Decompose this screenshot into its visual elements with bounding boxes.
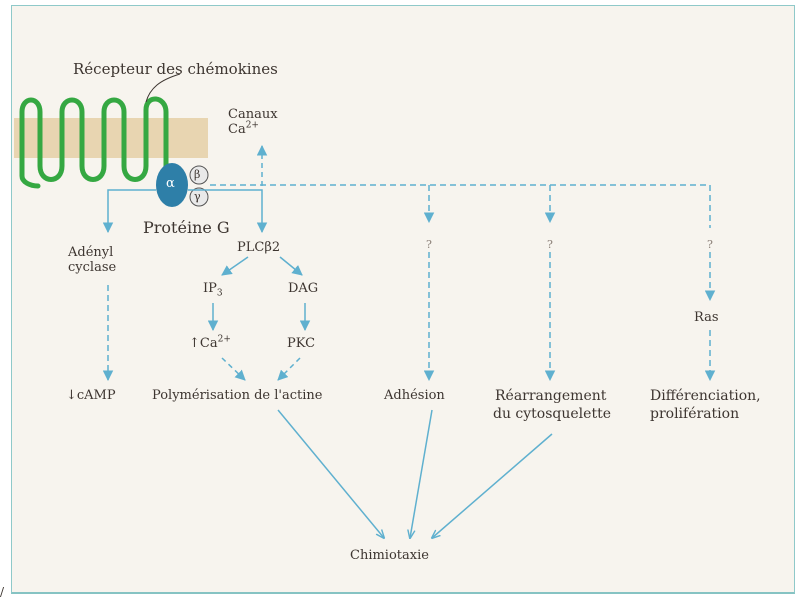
- ca-increase-label: ↑Ca2+: [189, 334, 231, 351]
- diff-line1: Différenciation,: [650, 388, 761, 404]
- unknown-adhesion-path: ?: [426, 238, 432, 251]
- gamma-symbol: γ: [194, 190, 201, 203]
- cyto-line2: du cytosquelette: [493, 406, 611, 422]
- g-gamma-subunit: [189, 187, 209, 207]
- ras-label: Ras: [694, 310, 719, 325]
- plc-label: PLCβ2: [237, 240, 281, 255]
- adenyl-line1: Adényl: [68, 245, 114, 260]
- alpha-symbol: α: [166, 176, 175, 191]
- figure-panel: [11, 5, 795, 594]
- dashed-branch-line: [210, 184, 711, 228]
- ip3-main: IP: [203, 281, 217, 296]
- adenyl-cyclase-label: Adényl cyclase: [68, 245, 116, 275]
- arrow-ca-to-actin: [221, 357, 246, 381]
- ip3-label: IP3: [203, 281, 223, 299]
- chemotaxis-label: Chimiotaxie: [350, 548, 429, 563]
- adenyl-line2: cyclase: [68, 260, 117, 275]
- actin-polymerisation-label: Polymérisation de l'actine: [152, 388, 323, 403]
- arrow-adhesion-to-chemotaxis: [410, 409, 433, 538]
- arrow-actin-to-chemotaxis: [277, 409, 384, 538]
- g-alpha-subunit: [156, 163, 188, 207]
- receptor-tail: [145, 73, 181, 103]
- cell-membrane: [14, 118, 208, 158]
- g-beta-subunit: [189, 165, 209, 185]
- arrow-g-to-plc: [188, 189, 268, 234]
- arrow-pkc-to-actin: [277, 357, 301, 381]
- ca-increase-charge: 2+: [217, 334, 231, 345]
- g-protein-label: Protéine G: [143, 218, 230, 237]
- camp-label: ↓cAMP: [66, 388, 116, 403]
- receptor-label: Récepteur des chémokines: [73, 60, 278, 78]
- ip3-sub: 3: [216, 288, 223, 299]
- arrow-plc-to-ip3: [221, 256, 249, 276]
- ca-channels-line2: Ca2+: [228, 120, 278, 137]
- cyto-line1: Réarrangement: [495, 388, 607, 404]
- arrow-cyto-to-chemotaxis: [432, 433, 553, 538]
- dag-label: DAG: [288, 281, 319, 296]
- unknown-cyto-path: ?: [547, 238, 553, 251]
- pkc-label: PKC: [287, 336, 316, 351]
- beta-symbol: β: [194, 168, 201, 181]
- ca-channels-charge: 2+: [245, 120, 259, 131]
- cytoskeleton-label: Réarrangement du cytosquelette: [493, 387, 611, 423]
- ca-channels-label: Canaux Ca2+: [228, 107, 278, 137]
- diff-line2: prolifération: [650, 406, 740, 422]
- ca-increase-main: ↑Ca: [189, 336, 218, 351]
- arrow-plc-to-dag: [279, 256, 303, 276]
- adhesion-label: Adhésion: [384, 388, 445, 403]
- unknown-ras-path: ?: [707, 238, 713, 251]
- corner-mark: /: [0, 585, 5, 599]
- chemokine-receptor: [19, 96, 175, 189]
- ca-channels-line1: Canaux: [228, 107, 278, 122]
- arrow-g-to-adenyl: [102, 189, 156, 234]
- ca-channels-ca: Ca: [228, 122, 246, 137]
- differentiation-label: Différenciation, prolifération: [650, 387, 761, 423]
